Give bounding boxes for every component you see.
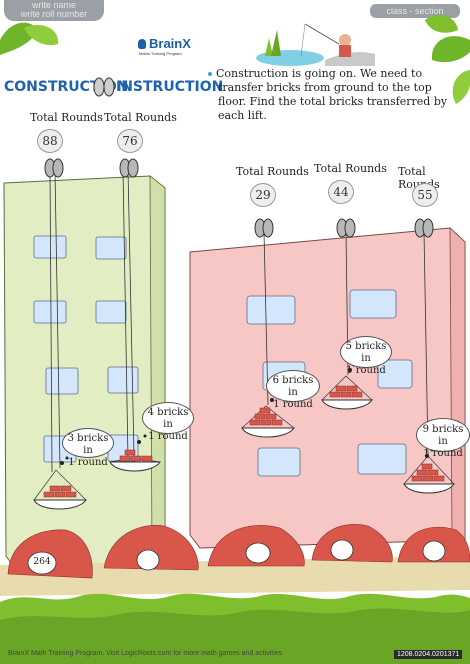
pulley-divider-icon (93, 77, 115, 97)
lift-2-rounds: 76 (117, 129, 143, 153)
lift-2-bubble: 4 bricks in 1 round (142, 402, 194, 442)
lift-5-bubble-line2: 1 round (423, 448, 463, 459)
lift-1-bubble-line2: 1 round (68, 457, 108, 468)
brand-tagline: Maths Training Program (139, 51, 182, 56)
lift-basket-5 (403, 483, 455, 494)
footer-text: BrainX Math Training Program. Visit Logi… (8, 650, 283, 657)
roll-number-field[interactable]: write roll number (20, 9, 88, 19)
right-building (189, 227, 466, 549)
lift-1-rounds: 88 (37, 129, 63, 153)
lift-basket-1 (33, 499, 87, 510)
lift-3-bubble-line2: 1 round (273, 399, 313, 410)
fishing-illustration (256, 23, 375, 66)
name-field[interactable]: write name (31, 0, 76, 10)
lift-3-bubble-line1: 6 bricks in (272, 375, 314, 398)
lift-4-rounds: 44 (328, 180, 354, 204)
instruction-text: Construction is going on. We need to tra… (208, 67, 458, 123)
lift-5-bubble-line1: 9 bricks in (422, 424, 464, 447)
lift-3-bubble: 6 bricks in 1 round (266, 370, 320, 410)
leaf-decoration (0, 15, 470, 104)
lift-basket-3 (241, 427, 295, 438)
title-instruction: INSTRUCTION (116, 79, 224, 95)
instruction-body: Construction is going on. We need to tra… (216, 67, 448, 122)
bullet-icon (208, 72, 212, 76)
lift-3-label: Total Rounds (236, 165, 309, 178)
left-building (3, 175, 166, 571)
class-section-field[interactable]: class - section (370, 4, 460, 18)
lift-4-bubble-line1: 5 bricks in (345, 341, 387, 364)
lift-3-rounds: 29 (250, 183, 276, 207)
name-roll-header: write name write roll number (4, 0, 104, 21)
lift-5-bubble: 9 bricks in 1 round (416, 418, 470, 459)
lift-4-bubble: 5 bricks in 1 round (340, 336, 392, 376)
lift-1-bubble-line1: 3 bricks in (67, 433, 109, 456)
answer-1[interactable]: 264 (33, 557, 51, 567)
lift-1-label: Total Rounds (30, 111, 103, 124)
lift-5-rounds: 55 (412, 183, 438, 207)
lift-2-bubble-line2: 1 round (148, 431, 188, 442)
lift-2-label: Total Rounds (104, 111, 177, 124)
lift-4-bubble-line2: 1 round (346, 365, 386, 376)
lift-1-bubble: 3 bricks in 1 round (62, 428, 114, 468)
brainx-logo: BrainX Maths Training Program (138, 36, 198, 56)
lift-4-label: Total Rounds (314, 162, 387, 175)
brain-icon (138, 38, 146, 49)
brand-name: BrainX (149, 36, 191, 51)
lift-basket-4 (321, 399, 373, 410)
pulleys (44, 158, 434, 238)
worksheet-code: 1208.0204.0201371 (394, 650, 463, 659)
lift-2-bubble-line1: 4 bricks in (147, 407, 189, 430)
